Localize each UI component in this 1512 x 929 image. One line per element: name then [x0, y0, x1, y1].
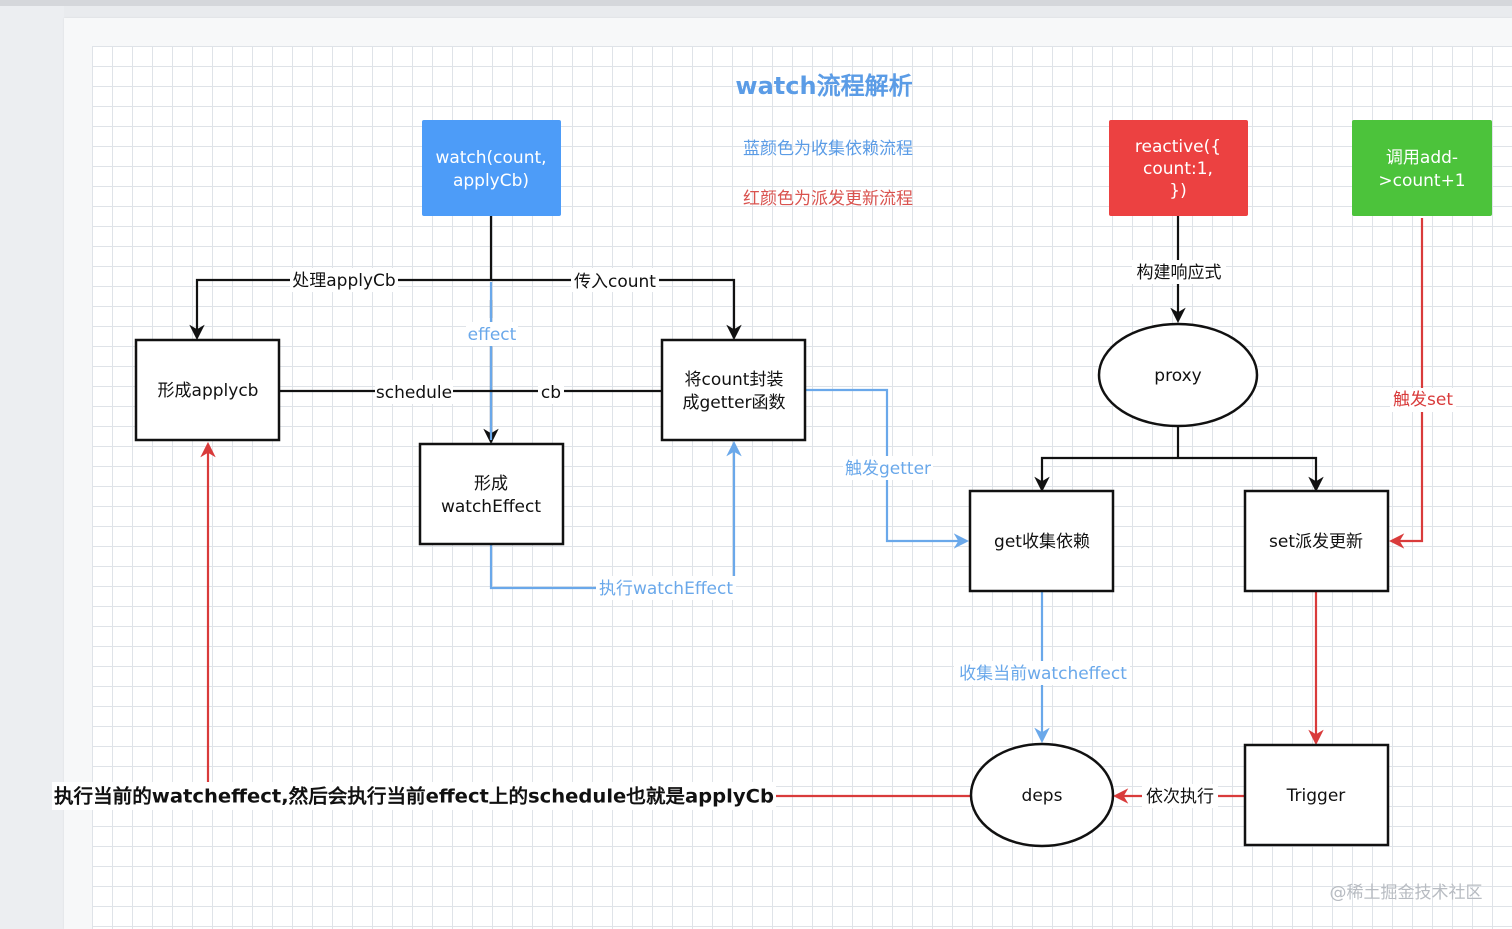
- legend-blue: 蓝颜色为收集依赖流程: [743, 139, 913, 159]
- label-collect-watcheffect: 收集当前watcheffect: [959, 664, 1127, 684]
- left-gutter: [0, 6, 64, 929]
- label-effect: effect: [468, 325, 517, 345]
- label-final-note: 执行当前的watcheffect,然后会执行当前effect上的schedule…: [54, 785, 774, 808]
- node-watch[interactable]: watch(count, applyCb): [422, 120, 561, 216]
- legend-red: 红颜色为派发更新流程: [743, 189, 913, 209]
- node-trigger[interactable]: Trigger: [1243, 743, 1390, 847]
- node-deps[interactable]: deps: [969, 742, 1115, 848]
- edge-trigger-set: [1388, 218, 1424, 549]
- node-applycb[interactable]: 形成applycb: [134, 338, 281, 442]
- diagram-title: watch流程解析: [735, 72, 912, 100]
- node-getter-line2: 成getter函数: [682, 393, 785, 413]
- node-watcheffect-line2: watchEffect: [441, 497, 541, 517]
- node-watch-line2: applyCb): [453, 171, 529, 191]
- label-cb: cb: [541, 383, 561, 403]
- edge-proxy-set: [1178, 456, 1324, 493]
- label-trigger-getter: 触发getter: [845, 459, 931, 479]
- node-get-collect[interactable]: get收集依赖: [968, 489, 1115, 593]
- node-watch-line1: watch(count,: [435, 148, 546, 168]
- node-set-dispatch[interactable]: set派发更新: [1243, 489, 1390, 593]
- node-applycb-label: 形成applycb: [158, 381, 259, 401]
- node-deps-label: deps: [1022, 786, 1063, 806]
- node-watcheffect-line1: 形成: [474, 474, 508, 494]
- label-exec-watcheffect: 执行watchEffect: [599, 579, 733, 599]
- node-getter[interactable]: 将count封装 成getter函数: [660, 338, 807, 442]
- label-pass-count: 传入count: [574, 272, 656, 292]
- label-handle-applycb: 处理applyCb: [292, 271, 395, 291]
- node-watcheffect[interactable]: 形成 watchEffect: [418, 442, 565, 546]
- edge-final-red: [200, 441, 970, 798]
- node-call-add-line1: 调用add-: [1386, 148, 1458, 168]
- node-reactive[interactable]: reactive({ count:1, }): [1109, 120, 1248, 216]
- label-schedule: schedule: [376, 383, 452, 403]
- node-set-dispatch-label: set派发更新: [1269, 532, 1363, 552]
- node-get-collect-label: get收集依赖: [994, 532, 1090, 552]
- node-proxy[interactable]: proxy: [1097, 322, 1259, 428]
- node-getter-line1: 将count封装: [685, 370, 784, 390]
- window-top-bar: [0, 0, 1512, 6]
- node-reactive-line2: count:1,: [1143, 159, 1213, 179]
- label-build-reactive: 构建响应式: [1137, 263, 1222, 283]
- node-call-add-line2: >count+1: [1378, 171, 1465, 191]
- label-sequential-exec: 依次执行: [1146, 787, 1214, 807]
- node-reactive-line3: }): [1169, 181, 1186, 201]
- node-reactive-line1: reactive({: [1135, 137, 1221, 157]
- watermark: @稀土掘金技术社区: [1330, 883, 1483, 903]
- label-trigger-set: 触发set: [1393, 390, 1453, 410]
- node-trigger-label: Trigger: [1286, 786, 1346, 806]
- edge-proxy-get: [1034, 456, 1178, 493]
- node-call-add[interactable]: 调用add- >count+1: [1352, 120, 1492, 216]
- node-proxy-label: proxy: [1154, 366, 1201, 386]
